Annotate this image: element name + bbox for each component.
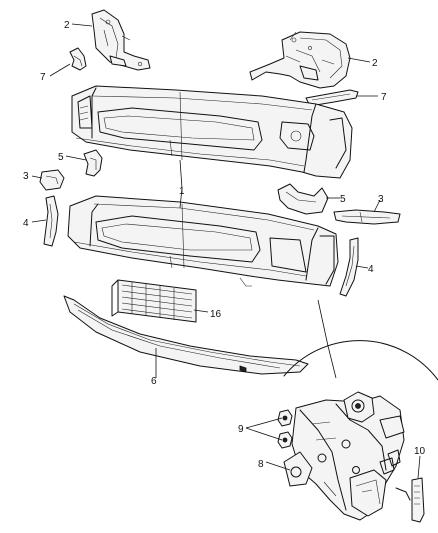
callout-1: 1 [179,186,185,197]
bracket-upper-right [249,31,351,89]
bolt-pin [395,477,425,523]
bracket-3-right [333,209,401,225]
callout-6: 6 [151,376,157,387]
bracket-3-left [39,169,65,191]
callout-2-right: 2 [372,58,378,69]
callout-3-left: 3 [23,171,29,182]
bracket-small-left [69,47,87,71]
bracket-4-left [43,195,59,247]
callout-3-right: 3 [378,194,384,205]
bracket-5-left [83,149,103,177]
front-bumper-lower [67,195,339,287]
bracket-4-right [339,237,359,297]
callout-9: 9 [238,424,244,435]
callout-5-right: 5 [340,194,346,205]
callout-10: 10 [414,446,426,457]
callout-7-left: 7 [40,72,46,83]
callout-5-left: 5 [58,152,64,163]
callout-7-right: 7 [381,92,387,103]
leader-lines [31,23,421,479]
grille-insert [111,279,197,323]
mounting-bracket-assembly [283,391,405,521]
callout-16: 16 [210,309,222,320]
front-bumper-upper [71,85,353,179]
bracket-upper-left [91,9,151,71]
nut-fasteners [277,409,293,449]
callout-4-right: 4 [368,264,374,275]
callout-2-left: 2 [64,20,70,31]
callout-8: 8 [258,459,264,470]
lower-valance [63,295,309,375]
bracket-5-right [277,183,329,215]
detail-view-circle [283,299,438,381]
callout-4-left: 4 [23,218,29,229]
